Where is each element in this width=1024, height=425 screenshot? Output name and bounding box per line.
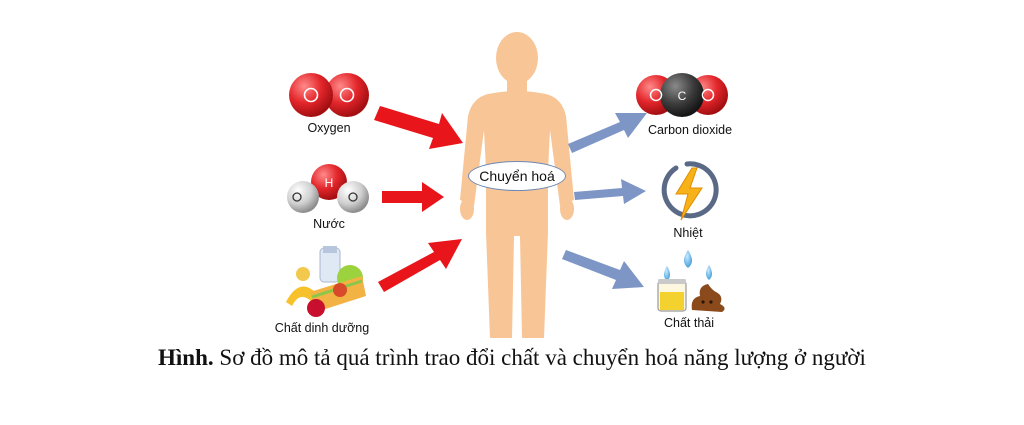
caption-prefix: Hình. (158, 345, 214, 370)
svg-text:H: H (325, 176, 334, 190)
arrow-oxygen-in (374, 106, 463, 149)
carbon-dioxide-molecule-icon: C (636, 73, 728, 117)
arrow-water-in (382, 182, 444, 212)
output-arrows (562, 113, 647, 289)
oxygen-label: Oxygen (307, 121, 351, 135)
waste-label: Chất thải (663, 316, 715, 330)
diagram-canvas: H C (286, 32, 728, 338)
water-label: Nước (313, 217, 345, 231)
lightning-heat-icon (661, 161, 719, 221)
metabolism-center-label: Chuyển hoá (468, 161, 566, 191)
arrow-heat-out (574, 179, 646, 204)
nutrients-label: Chất dinh dưỡng (274, 321, 370, 335)
carbon-dioxide-label: Carbon dioxide (647, 123, 733, 137)
water-molecule-icon: H (287, 164, 369, 213)
arrow-co2-out (568, 113, 647, 153)
figure-caption: Hình. Sơ đồ mô tả quá trình trao đổi chấ… (0, 345, 1024, 371)
arrow-waste-out (562, 250, 644, 289)
human-body-silhouette (460, 32, 574, 338)
metabolism-diagram: H C (274, 32, 733, 338)
svg-text:C: C (678, 89, 687, 103)
input-arrows (374, 106, 463, 292)
waste-icon (657, 250, 725, 312)
caption-text: Sơ đồ mô tả quá trình trao đổi chất và c… (219, 345, 866, 370)
heat-label: Nhiệt (673, 226, 703, 240)
food-nutrients-icon (286, 246, 366, 317)
center-label-text: Chuyển hoá (479, 168, 555, 184)
arrow-nutrients-in (378, 239, 462, 292)
oxygen-molecule-icon (289, 73, 369, 117)
